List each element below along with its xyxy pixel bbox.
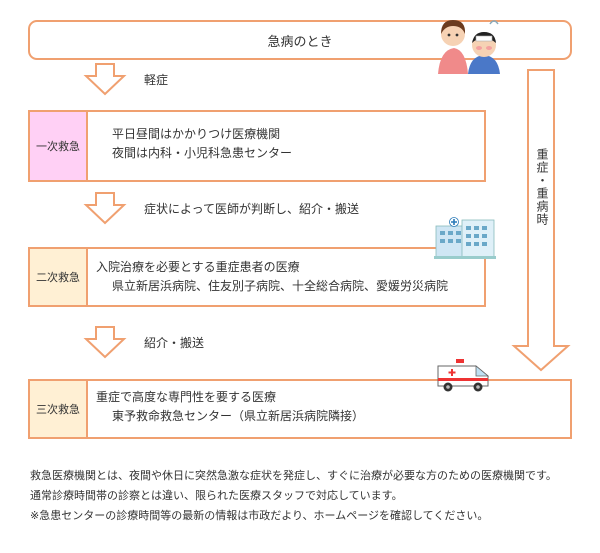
hospital-illustration [434, 217, 496, 259]
severe-arrow-label: 重症・重病時 [535, 148, 549, 226]
arrow-label-doctor-referral: 症状によって医師が判断し、紹介・搬送 [144, 202, 360, 216]
level-3-line-2: 東予救命救急センター（県立新居浜病院隣接） [112, 409, 365, 423]
level-2-line-2: 県立新居浜病院、住友別子病院、十全総合病院、愛媛労災病院 [112, 279, 449, 293]
level-1-content-box [86, 110, 486, 182]
level-2-line-1: 入院治療を必要とする重症患者の医療 [96, 260, 300, 274]
level-3-label-text: 三次救急 [36, 403, 80, 416]
level-3-text: 重症で高度な専門性を要する医療 東予救命救急センター（県立新居浜病院隣接） [96, 388, 364, 426]
arrow-label-referral-transport: 紹介・搬送 [144, 336, 205, 350]
level-2-label: 二次救急 [28, 247, 88, 307]
note-line-2: 通常診療時間帯の診察とは違い、限られた医療スタッフで対応しています。 [30, 489, 403, 502]
level-1-label: 一次救急 [28, 110, 88, 182]
level-1-line-2: 夜間は内科・小児科急患センター [112, 146, 293, 160]
down-arrow-1 [83, 63, 127, 96]
level-2-label-text: 二次救急 [36, 271, 80, 284]
level-1-line-1: 平日昼間はかかりつけ医療機関 [112, 127, 281, 141]
level-3-content-box [86, 379, 572, 439]
level-2-content-box [86, 247, 486, 307]
level-1-text: 平日昼間はかかりつけ医療機関 夜間は内科・小児科急患センター [112, 125, 292, 163]
severe-arrow [511, 69, 571, 372]
level-3-label: 三次救急 [28, 379, 88, 439]
down-arrow-2 [83, 192, 127, 225]
note-line-1: 救急医療機関とは、夜間や休日に突然急激な症状を発症し、すぐに治療が必要な方のため… [30, 469, 557, 482]
emergency-start-label: 急病のとき [267, 34, 333, 50]
level-3-line-1: 重症で高度な専門性を要する医療 [96, 390, 277, 404]
arrow-label-mild: 軽症 [144, 73, 169, 87]
sick-child-illustration [438, 20, 500, 74]
note-line-3: ※急患センターの診療時間等の最新の情報は市政だより、ホームページを確認してくださ… [30, 509, 489, 522]
level-1-label-text: 一次救急 [36, 140, 80, 153]
ambulance-illustration [437, 359, 490, 392]
down-arrow-3 [83, 326, 127, 359]
level-2-text: 入院治療を必要とする重症患者の医療 県立新居浜病院、住友別子病院、十全総合病院、… [96, 258, 448, 296]
